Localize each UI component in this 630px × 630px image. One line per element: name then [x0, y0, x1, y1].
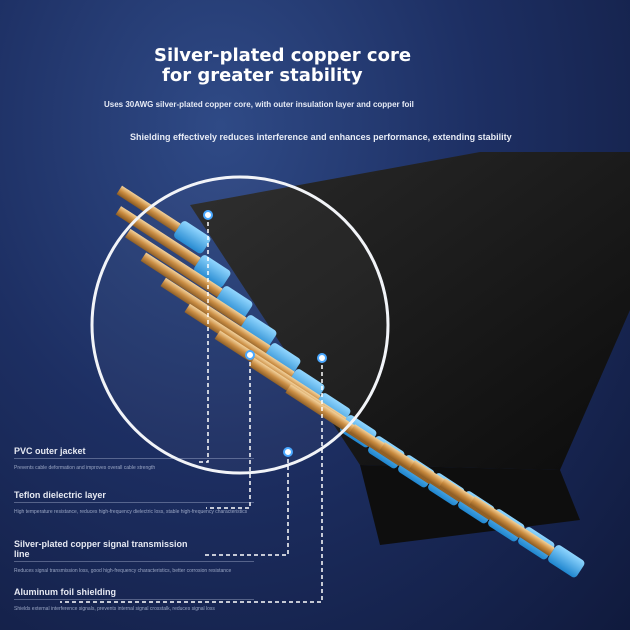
- label-divider: [14, 561, 254, 562]
- headline-line-1: Silver-plated copper core: [154, 45, 412, 66]
- subtitle-1: Uses 30AWG silver-plated copper core, wi…: [104, 100, 414, 109]
- callout-dots: [203, 210, 327, 457]
- label-pvc-outer-jacket: PVC outer jacket Prevents cable deformat…: [14, 446, 314, 471]
- label-description: Shields external interference signals, p…: [14, 606, 215, 612]
- label-name: Aluminum foil shielding: [14, 587, 116, 597]
- label-divider: [14, 599, 254, 600]
- label-name: Teflon dielectric layer: [14, 490, 106, 500]
- subtitle-2: Shielding effectively reduces interferen…: [130, 132, 512, 142]
- label-silver-copper-line: Silver-plated copper signal transmission…: [14, 539, 254, 574]
- headline: Silver-plated copper core for greater st…: [130, 46, 430, 86]
- label-divider: [14, 458, 254, 459]
- label-name: PVC outer jacket: [14, 446, 86, 456]
- label-aluminum-foil: Aluminum foil shielding Shields external…: [14, 587, 254, 612]
- label-divider: [14, 502, 254, 503]
- magnifier-circle: [90, 175, 390, 475]
- label-description: Reduces signal transmission loss, good h…: [14, 568, 232, 574]
- label-teflon-dielectric: Teflon dielectric layer High temperature…: [14, 490, 314, 515]
- label-name: Silver-plated copper signal transmission…: [14, 539, 188, 559]
- label-description: High temperature resistance, reduces hig…: [14, 509, 248, 515]
- headline-line-2: for greater stability: [162, 65, 363, 86]
- callout-leaders: [60, 215, 323, 603]
- label-description: Prevents cable deformation and improves …: [14, 465, 156, 471]
- pvc-jacket: [190, 152, 630, 470]
